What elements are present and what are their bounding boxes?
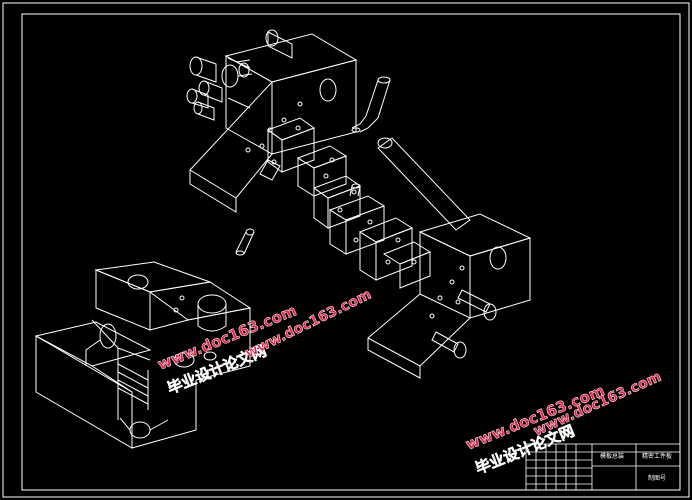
- title-block: [525, 443, 681, 491]
- title-block-cell-3: 制图号: [648, 474, 666, 482]
- lower-die-base: [34, 261, 252, 449]
- upper-bolt-group: [186, 56, 253, 121]
- middle-die-stack: [296, 145, 432, 289]
- title-block-cell-1: 模板总装: [600, 452, 624, 460]
- ejector-pin: [351, 76, 391, 133]
- watermark-1: 毕业设计论文网 www.doc163.com: [155, 301, 300, 398]
- upper-mold-plate-assembly: [186, 29, 358, 213]
- lower-mold-plate-assembly: [367, 137, 532, 379]
- loose-bolt: [235, 228, 255, 256]
- title-block-cell-2: 精密工件板: [642, 452, 672, 460]
